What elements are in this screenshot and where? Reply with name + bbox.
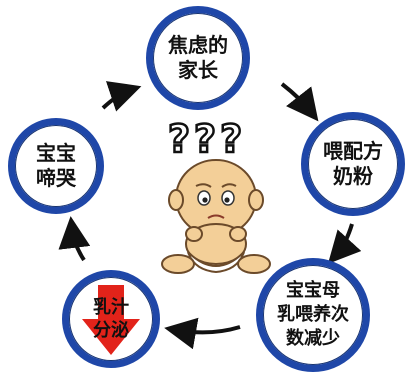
arrow-milk-to-cry — [58, 216, 91, 262]
confused-baby-illustration: ??? — [161, 116, 271, 274]
node-anxious-parents-label: 焦虑的 家长 — [168, 33, 228, 82]
node-formula-feeding-label: 喂配方 奶粉 — [323, 139, 383, 188]
node-milk-secretion-label: 乳汁 分泌 — [93, 297, 129, 341]
arrow-breast-to-milk — [164, 317, 241, 350]
arrow-formula-to-breast — [327, 223, 362, 264]
arrow-anxious-to-formula — [280, 82, 319, 122]
question-marks: ??? — [168, 117, 246, 161]
arrow-cry-to-anxious — [101, 81, 142, 112]
node-breastfeeding-reduced: 宝宝母 乳喂养次 数减少 — [256, 258, 370, 372]
node-formula-feeding: 喂配方 奶粉 — [301, 112, 405, 216]
node-baby-crying-label: 宝宝 啼哭 — [36, 141, 76, 190]
node-breastfeeding-reduced-label: 宝宝母 乳喂养次 数减少 — [277, 280, 349, 349]
node-baby-crying: 宝宝 啼哭 — [8, 118, 104, 214]
node-anxious-parents: 焦虑的 家长 — [146, 6, 250, 110]
down-arrow-icon — [82, 285, 140, 355]
node-milk-secretion: 乳汁 分泌 — [62, 270, 160, 368]
